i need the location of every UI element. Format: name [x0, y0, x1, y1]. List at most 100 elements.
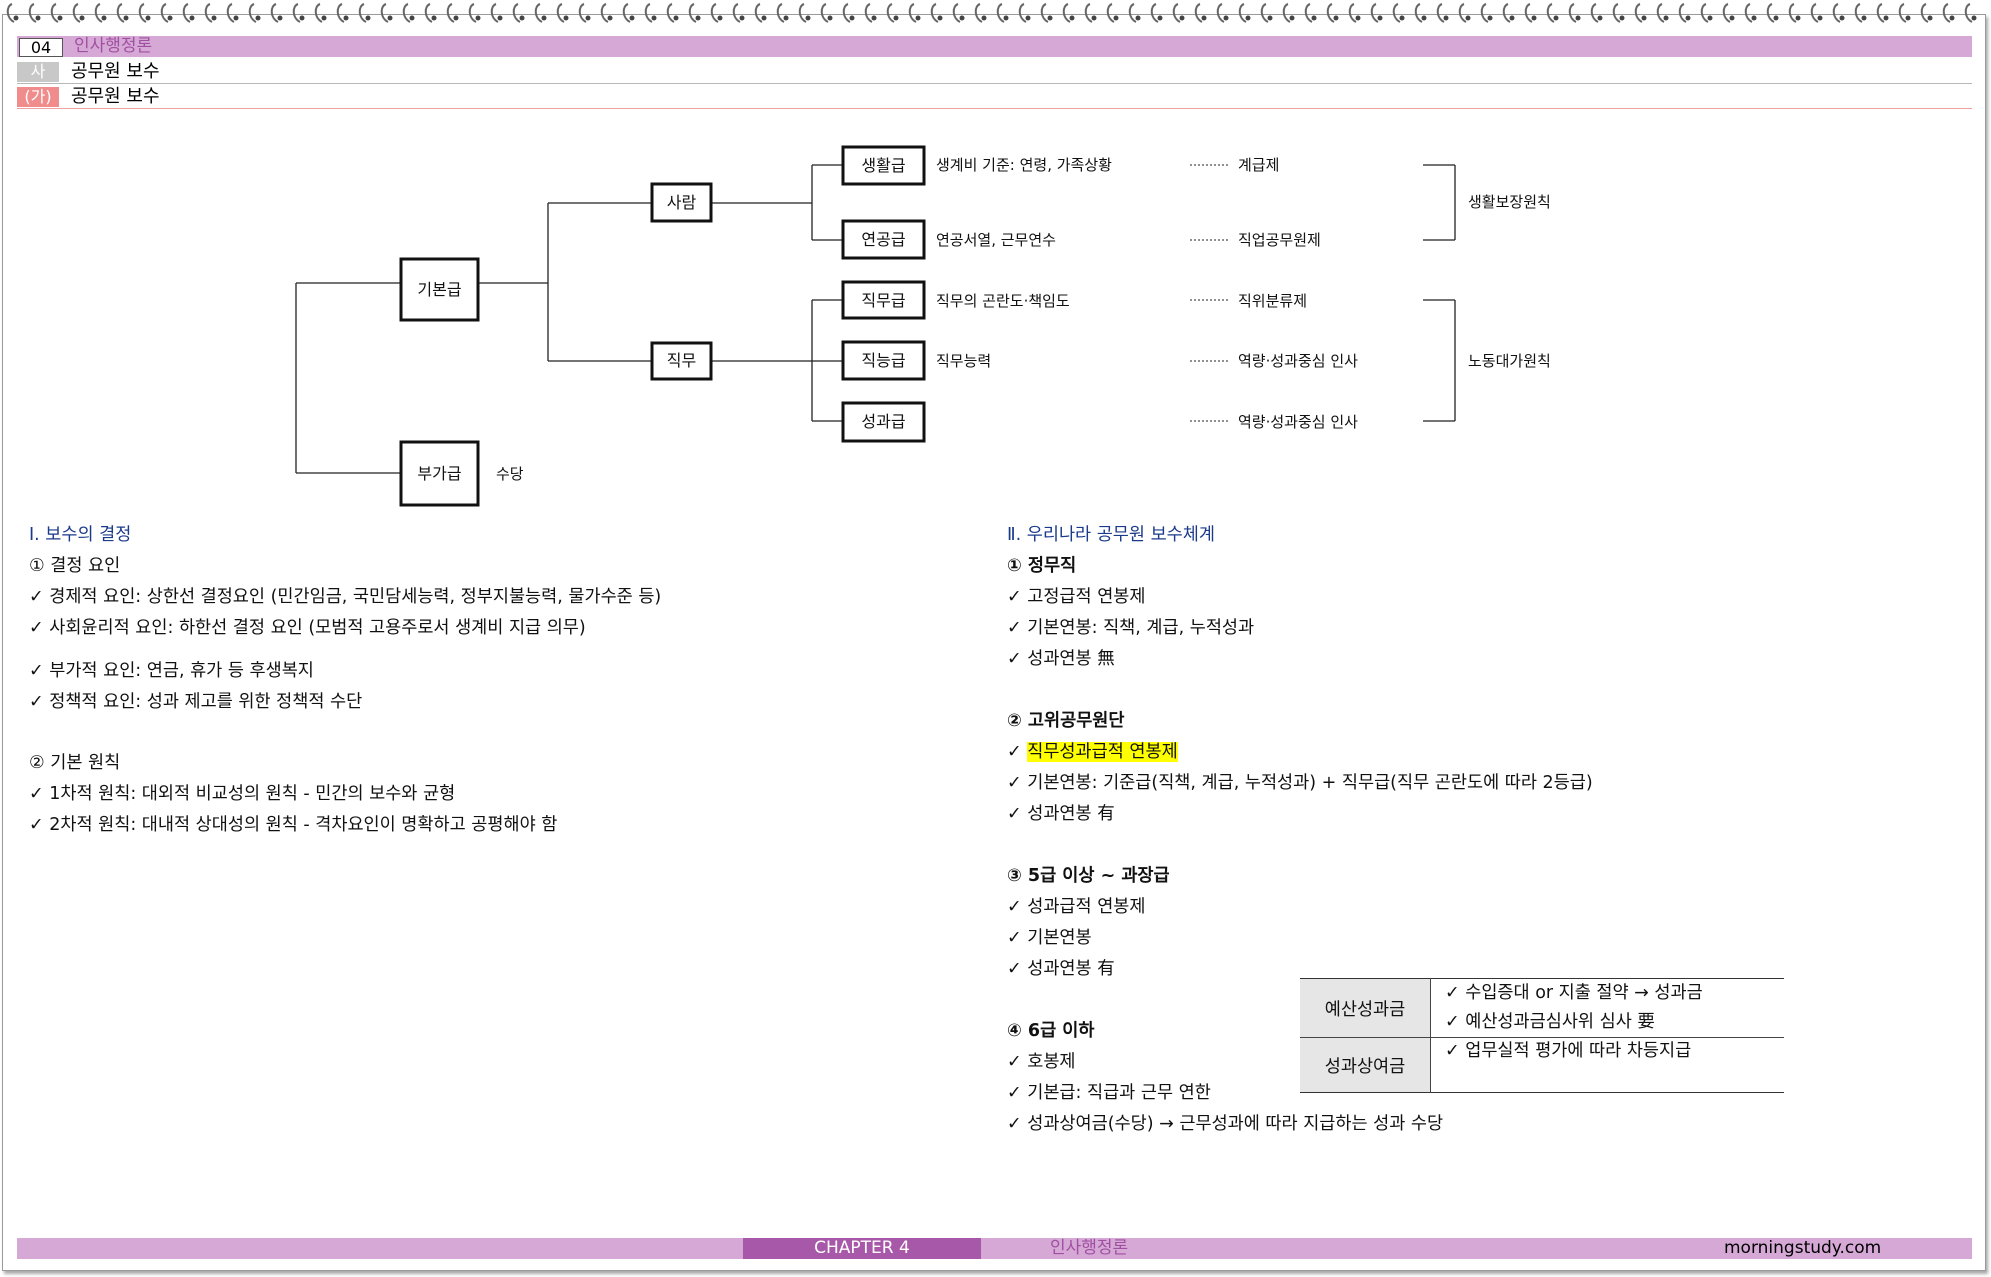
table-cell-line: ✓ 예산성과금심사위 심사 要: [1445, 1012, 1655, 1032]
table-cell-line: ✓ 업무실적 평가에 따라 차등지급: [1445, 1041, 1692, 1061]
binding-ring: [1062, 3, 1071, 23]
highlighted-text: 직무성과급적 연봉제: [1027, 742, 1178, 762]
binding-hole: [717, 15, 723, 21]
subsection-row: (가) 공무원 보수: [17, 87, 1972, 109]
binding-ring: [28, 3, 37, 23]
binding-hole: [1267, 15, 1273, 21]
binding-hole: [13, 15, 19, 21]
binding-ring: [1106, 3, 1115, 23]
binding-ring: [754, 3, 763, 23]
binding-ring: [1722, 3, 1731, 23]
binding-ring: [138, 3, 147, 23]
binding-hole: [211, 15, 217, 21]
binding-hole: [1135, 15, 1141, 21]
binding-hole: [827, 15, 833, 21]
skill-pay-system: 역량·성과중심 인사: [1238, 352, 1358, 370]
binding-hole: [1091, 15, 1097, 21]
binding-hole: [1663, 15, 1669, 21]
right-sub1: ① 정무직: [1007, 556, 1077, 576]
binding-hole: [233, 15, 239, 21]
binding-hole: [1949, 15, 1955, 21]
binding-ring: [1656, 3, 1665, 23]
skill-pay-box: 직능급: [861, 351, 905, 370]
spiral-binding: [6, 3, 1977, 23]
binding-ring: [578, 3, 587, 23]
binding-ring: [622, 3, 631, 23]
binding-hole: [299, 15, 305, 21]
seniority-pay-box: 연공급: [861, 230, 905, 249]
binding-ring: [1964, 3, 1973, 23]
chapter-header-band: [17, 36, 1972, 57]
binding-hole: [255, 15, 261, 21]
binding-ring: [820, 3, 829, 23]
binding-hole: [783, 15, 789, 21]
binding-ring: [1172, 3, 1181, 23]
binding-ring: [1282, 3, 1291, 23]
binding-hole: [761, 15, 767, 21]
binding-ring: [1084, 3, 1093, 23]
performance-pay-system: 역량·성과중심 인사: [1238, 413, 1358, 431]
binding-ring: [1370, 3, 1379, 23]
binding-ring: [1018, 3, 1027, 23]
binding-hole: [1179, 15, 1185, 21]
duty-pay-system: 직위분류제: [1238, 292, 1307, 310]
binding-ring: [1238, 3, 1247, 23]
binding-hole: [145, 15, 151, 21]
right-item: ✓ 기본연봉: 직책, 계급, 누적성과: [1007, 618, 1255, 638]
check-mark: ✓: [1007, 742, 1028, 762]
binding-ring: [1304, 3, 1313, 23]
right-sub3: ③ 5급 이상 ~ 과장급: [1007, 866, 1170, 886]
job-box: 직무: [667, 351, 696, 370]
binding-hole: [57, 15, 63, 21]
binding-ring: [952, 3, 961, 23]
binding-ring: [446, 3, 455, 23]
chapter-title: 인사행정론: [74, 36, 153, 56]
right-item: ✓ 기본연봉: 기준급(직책, 계급, 누적성과) + 직무급(직무 곤란도에 …: [1007, 773, 1593, 793]
binding-ring: [842, 3, 851, 23]
binding-hole: [453, 15, 459, 21]
seniority-pay-system: 직업공무원제: [1238, 231, 1321, 249]
binding-hole: [1861, 15, 1867, 21]
binding-hole: [35, 15, 41, 21]
binding-hole: [1927, 15, 1933, 21]
binding-ring: [1700, 3, 1709, 23]
binding-ring: [1216, 3, 1225, 23]
binding-ring: [534, 3, 543, 23]
binding-ring: [1810, 3, 1819, 23]
right-item: ✓ 성과상여금(수당) → 근무성과에 따라 지급하는 성과 수당: [1007, 1114, 1444, 1134]
binding-hole: [805, 15, 811, 21]
binding-hole: [981, 15, 987, 21]
footer-band: [17, 1238, 1972, 1259]
binding-ring: [270, 3, 279, 23]
binding-hole: [1641, 15, 1647, 21]
binding-ring: [1854, 3, 1863, 23]
binding-hole: [497, 15, 503, 21]
binding-hole: [1201, 15, 1207, 21]
binding-hole: [277, 15, 283, 21]
binding-ring: [666, 3, 675, 23]
living-pay-system: 계급제: [1238, 156, 1279, 174]
binding-ring: [380, 3, 389, 23]
binding-ring: [1920, 3, 1929, 23]
binding-ring: [358, 3, 367, 23]
binding-ring: [644, 3, 653, 23]
left-item: ✓ 경제적 요인: 상한선 결정요인 (민간임금, 국민담세능력, 정부지불능력…: [29, 587, 662, 607]
binding-ring: [468, 3, 477, 23]
binding-hole: [409, 15, 415, 21]
right-section: Ⅱ. 우리나라 공무원 보수체계 ① 정무직 ✓ 고정급적 연봉제 ✓ 기본연봉…: [1007, 520, 1593, 1140]
binding-hole: [365, 15, 371, 21]
right-sub4: ④ 6급 이하: [1007, 1021, 1095, 1041]
living-pay-desc: 생계비 기준: 연령, 가족상황: [936, 156, 1112, 174]
binding-ring: [776, 3, 785, 23]
binding-ring: [886, 3, 895, 23]
binding-ring: [798, 3, 807, 23]
binding-hole: [123, 15, 129, 21]
binding-hole: [1465, 15, 1471, 21]
binding-ring: [50, 3, 59, 23]
binding-hole: [1047, 15, 1053, 21]
binding-hole: [1509, 15, 1515, 21]
seniority-pay-desc: 연공서열, 근무연수: [936, 231, 1056, 249]
binding-ring: [1480, 3, 1489, 23]
left-item: ✓ 1차적 원칙: 대외적 비교성의 원칙 - 민간의 보수와 균형: [29, 784, 456, 804]
